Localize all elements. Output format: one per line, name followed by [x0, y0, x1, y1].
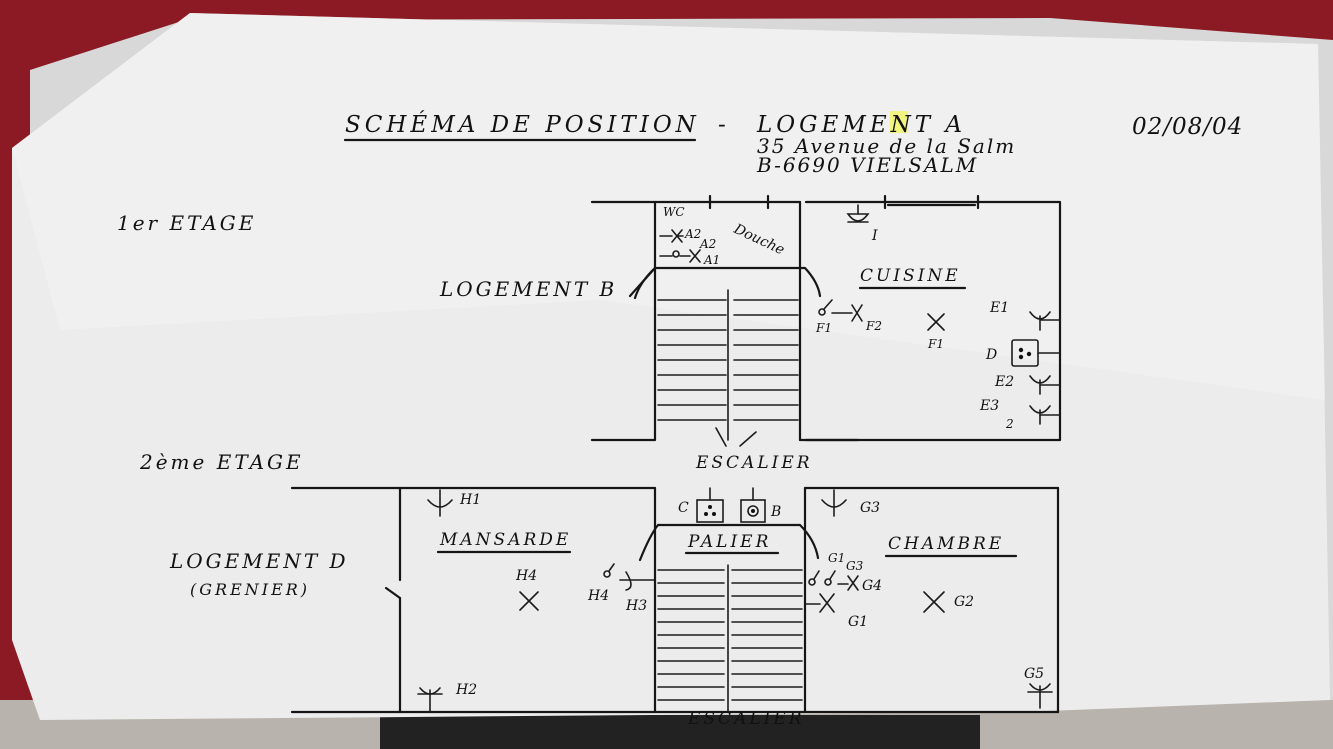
point-h2: H2: [455, 682, 477, 698]
floor1-stair-label: ESCALIER: [695, 453, 813, 473]
point-f1: F1: [815, 321, 832, 335]
point-e3b: 2: [1005, 417, 1014, 431]
floor2-stairs: [657, 564, 803, 713]
point-c: C: [678, 500, 689, 516]
point-e3: E3: [979, 398, 999, 414]
date-text: 02/08/04: [1132, 114, 1243, 140]
box-c-dot-3: [708, 505, 712, 509]
grenier-label: (GRENIER): [190, 580, 310, 599]
floor2-stair-label: ESCALIER: [687, 709, 805, 729]
palier-label: PALIER: [687, 532, 771, 552]
box-c-dot-1: [704, 512, 708, 516]
floor1-label: 1er ETAGE: [117, 211, 256, 235]
point-a2b: A2: [699, 237, 716, 251]
point-e1: E1: [989, 300, 1009, 316]
point-h4: H4: [515, 568, 537, 584]
mansarde-label: MANSARDE: [439, 530, 571, 550]
paper-highlight: [12, 13, 1325, 400]
floor1-walls: [590, 194, 1062, 442]
shoes-shadow: [380, 715, 980, 749]
point-h1: H1: [459, 492, 481, 508]
box-c-dot-2: [712, 512, 716, 516]
point-g4: G4: [862, 578, 882, 594]
point-g1b: G1: [828, 551, 845, 565]
title-text: SCHÉMA DE POSITION: [345, 111, 700, 138]
outlet-e-icons: [1011, 311, 1061, 425]
point-b: B: [770, 504, 781, 520]
box-dot-1: [1018, 347, 1024, 353]
address-line-2: B-6690 VIELSALM: [756, 153, 978, 177]
box-b-dot: [751, 509, 755, 513]
floor2-label: 2ème ETAGE: [139, 450, 304, 474]
address-line-1: 35 Avenue de la Salm: [757, 134, 1016, 158]
highlight-mark: [890, 111, 908, 133]
logement-d-label: LOGEMENT D: [169, 549, 349, 573]
floor2-walls: [290, 486, 1060, 714]
point-h3: H3: [625, 598, 647, 614]
point-g1: G1: [848, 614, 868, 630]
point-a2: A2: [684, 227, 701, 241]
point-g3b: G3: [846, 559, 864, 573]
wc-label: WC: [663, 205, 685, 219]
lamp-i-icon: [846, 204, 870, 223]
box-dot-3: [1026, 351, 1032, 357]
point-a1: A1: [703, 253, 720, 267]
box-dot-2: [1018, 354, 1024, 360]
cuisine-label: CUISINE: [860, 266, 961, 286]
logement-a-text: LOGEMENT A: [756, 112, 966, 138]
palier-boxes: [696, 487, 766, 523]
chambre-icons: [804, 489, 1053, 709]
point-f1b: F1: [927, 337, 944, 351]
point-f2: F2: [865, 319, 882, 333]
point-g2: G2: [954, 594, 974, 610]
switch-f-icons: [818, 299, 945, 331]
point-g3: G3: [860, 500, 880, 516]
point-g5: G5: [1024, 666, 1044, 682]
logement-b-label: LOGEMENT B: [439, 277, 617, 301]
point-d: D: [985, 347, 997, 363]
mansarde-icons: [417, 489, 656, 713]
wc-fixture-icons: [659, 229, 701, 263]
point-h4b: H4: [587, 588, 609, 604]
point-i: I: [871, 228, 878, 244]
chambre-label: CHAMBRE: [888, 534, 1004, 554]
title-dash: -: [718, 112, 730, 138]
point-e2: E2: [994, 374, 1014, 390]
floor1-stairs: [657, 289, 799, 447]
